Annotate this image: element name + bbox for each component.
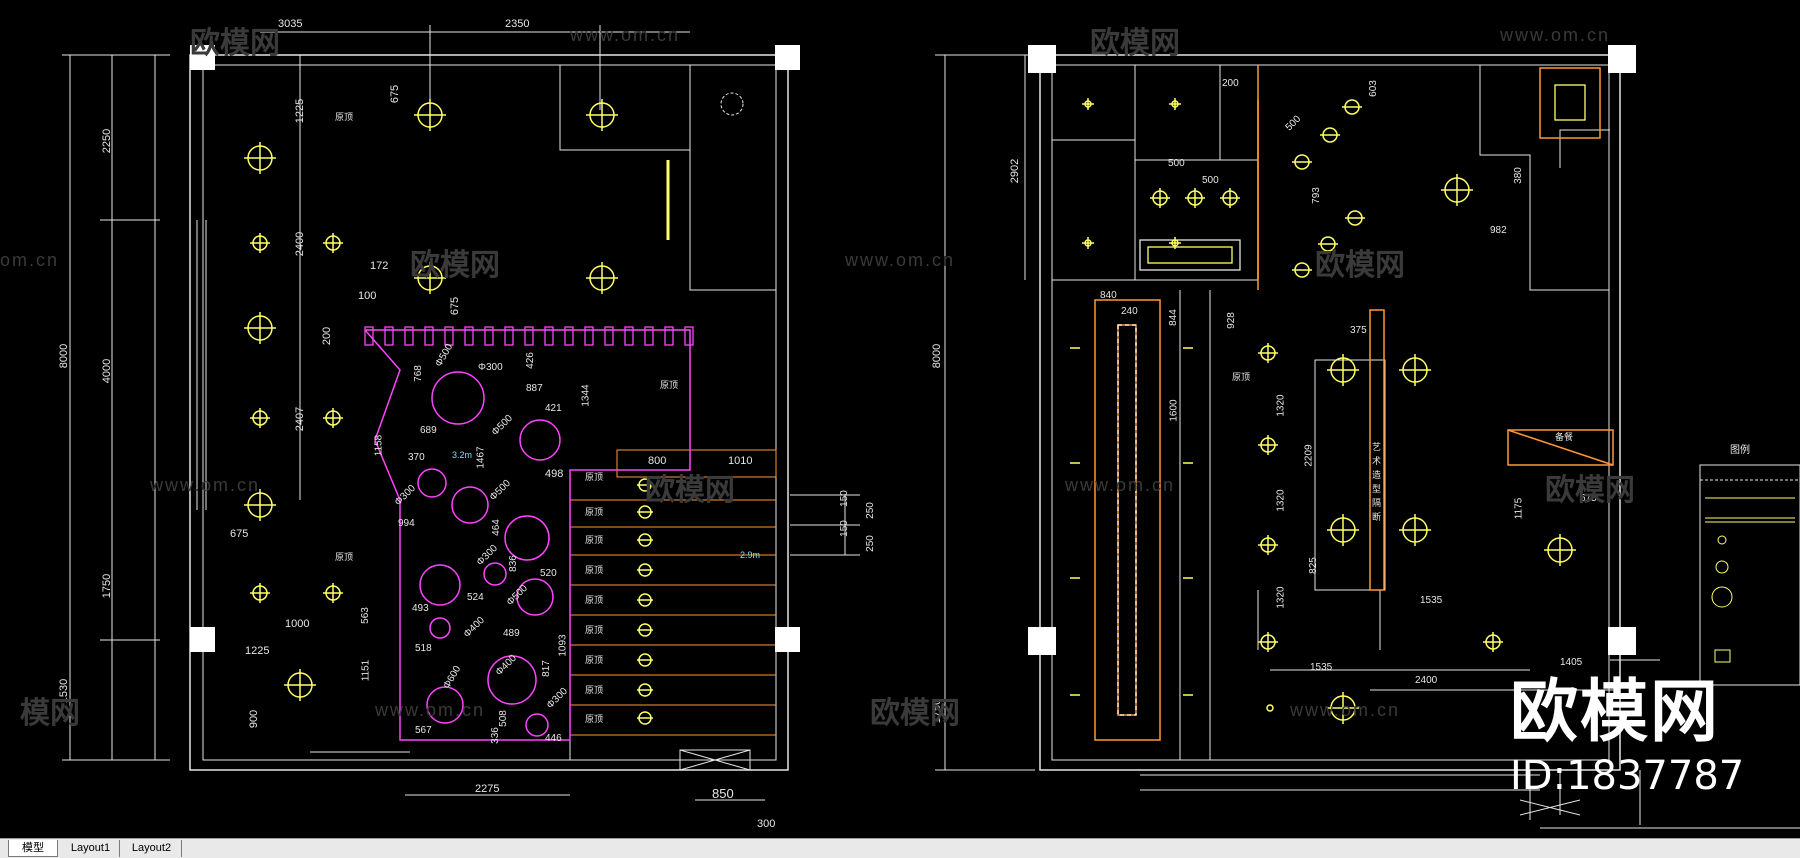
tab-layout2[interactable]: Layout2 [122, 840, 182, 857]
left-circle-ceiling [364, 326, 694, 741]
left-lights [244, 99, 670, 725]
right-pillars [1028, 45, 1636, 655]
tab-layout1[interactable]: Layout1 [62, 840, 120, 857]
layout-tab-bar: 模型 Layout1 Layout2 [0, 838, 1800, 858]
brand-id: ID:1837787 [1510, 753, 1745, 799]
right-orange [1094, 65, 1614, 741]
cad-model-viewport[interactable] [0, 0, 1800, 838]
cad-drawing[interactable] [0, 0, 1800, 838]
tab-model[interactable]: 模型 [8, 840, 58, 857]
left-pillars [190, 45, 800, 652]
brand-name: 欧模网 [1510, 673, 1721, 752]
left-plan [62, 25, 860, 801]
legend [1699, 464, 1800, 686]
brand-overlay: 欧模网 ID:1837787 [1510, 675, 1780, 825]
right-lights [1070, 98, 1576, 724]
